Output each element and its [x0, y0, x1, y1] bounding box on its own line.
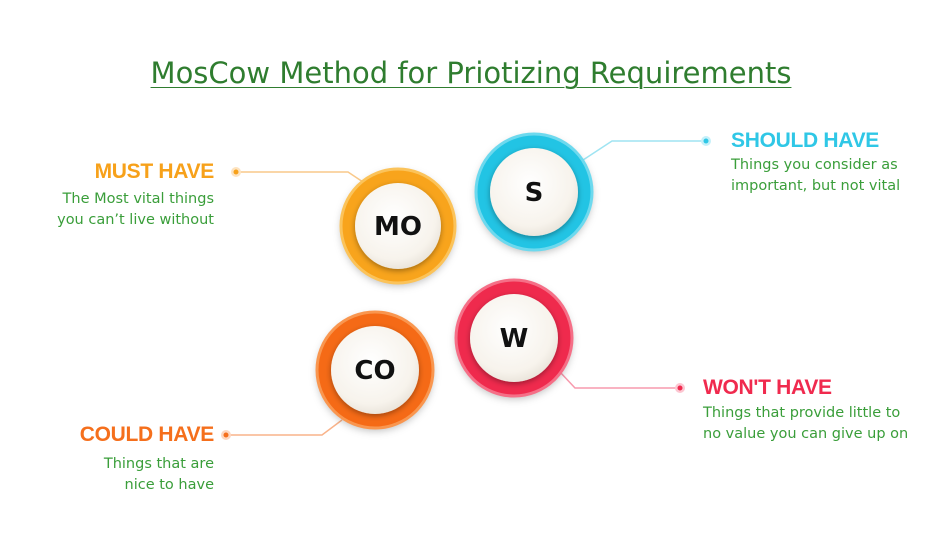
connector-must — [231, 167, 373, 189]
circle-label-wont: W — [500, 324, 529, 354]
connector-should — [579, 136, 711, 163]
heading-could: COULD HAVE — [79, 423, 215, 446]
circle-should: S — [474, 132, 594, 252]
desc-could-line2: nice to have — [124, 477, 214, 493]
connector-wont — [559, 371, 685, 393]
circle-must: MO — [339, 167, 457, 285]
desc-wont-line2: no value you can give up on — [703, 426, 909, 442]
circle-wont: W — [454, 278, 574, 398]
connector-could — [221, 419, 343, 440]
desc-wont-line1: Things that provide little to — [703, 405, 901, 421]
page-title: MosCow Method for Priotizing Requirement… — [150, 56, 792, 90]
circle-label-should: S — [525, 178, 544, 208]
desc-should-line2: important, but not vital — [731, 178, 901, 194]
heading-wont: WON'T HAVE — [703, 376, 832, 399]
heading-must: MUST HAVE — [94, 160, 215, 183]
desc-must-line2: you can’t live without — [57, 212, 214, 228]
circle-label-could: CO — [354, 356, 395, 386]
circle-label-must: MO — [374, 212, 422, 242]
desc-could-line1: Things that are — [103, 456, 214, 472]
desc-must-line1: The Most vital things — [62, 191, 214, 207]
desc-should-line1: Things you consider as — [731, 157, 898, 173]
circle-could: CO — [315, 310, 435, 430]
heading-should: SHOULD HAVE — [731, 129, 879, 152]
